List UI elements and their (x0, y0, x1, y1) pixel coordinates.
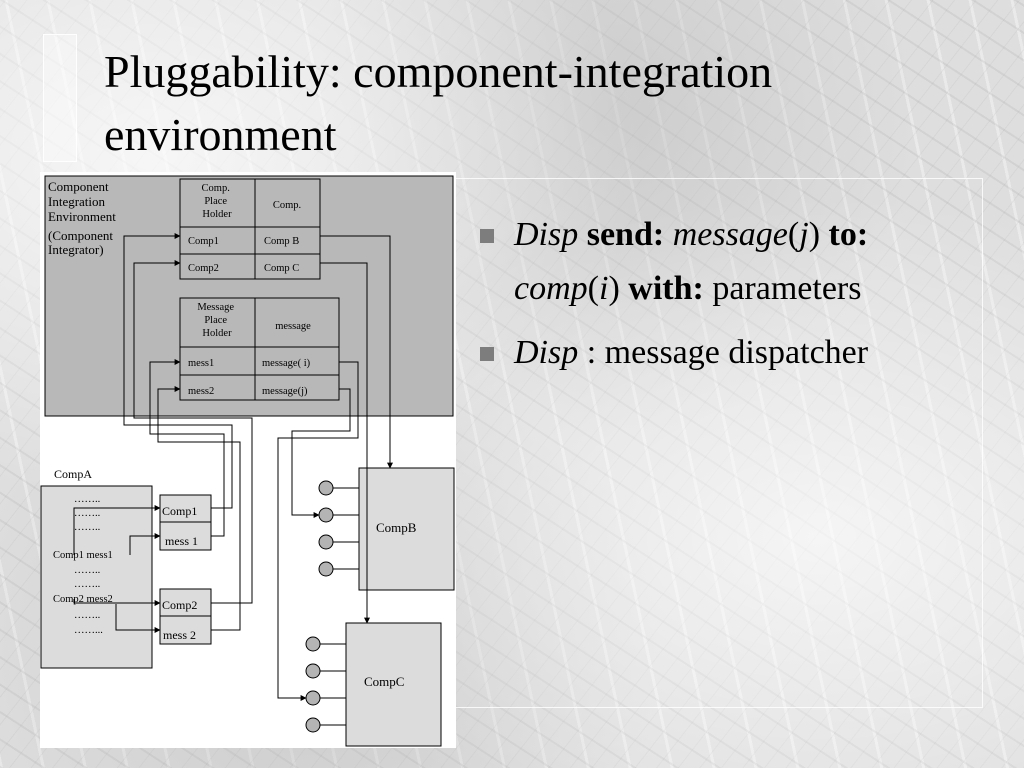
message-header: message (275, 321, 311, 332)
compC-box (345, 622, 442, 747)
bullet-text: Disp : message dispatcher (514, 334, 868, 371)
bullet-item: Disp send: message(j) to: comp(i) with: … (478, 208, 938, 316)
bullet-text: Disp send: message(j) to: comp(i) with: … (514, 216, 868, 307)
compC-label: CompC (364, 674, 404, 689)
bullet-segment: ) (608, 270, 629, 307)
comp-placeholder-header: Comp. Place Holder (202, 183, 233, 220)
bullet-segment (664, 216, 673, 253)
compA-body: …….. …….. …….. Comp1 mess1 …….. …….. Com… (53, 494, 115, 636)
bullet-segment: comp (514, 270, 588, 307)
comp-placeholder-table: Comp. Place Holder Comp. Comp1 Comp B Co… (179, 178, 321, 280)
env-label-line: Environment (48, 209, 116, 224)
diagram-svg: Component Integration Environment (Compo… (40, 172, 456, 748)
compB-box (358, 467, 455, 591)
title-accent-bar (43, 34, 77, 162)
port-circle-icon (305, 717, 321, 733)
bullet-segment: ( (787, 216, 800, 253)
port-circle-icon (318, 507, 334, 523)
bullet-item: Disp : message dispatcher (478, 326, 938, 380)
compA-box (40, 485, 153, 669)
table-cell: Comp2 (188, 263, 219, 274)
table-cell: Comp C (264, 263, 299, 274)
compB-label: CompB (376, 520, 417, 535)
table-cell: message( i) (262, 358, 311, 369)
connection-lines (73, 233, 393, 701)
bullet-segment: j (799, 216, 809, 253)
table-cell: Comp B (264, 236, 299, 247)
port-circle-icon (305, 636, 321, 652)
bullet-segment: send: (586, 216, 665, 253)
port-label: mess 1 (165, 534, 198, 548)
square-bullet-icon (480, 347, 494, 361)
port-circle-icon (305, 690, 321, 706)
message-placeholder-header: Message Place Holder (197, 302, 236, 339)
bullet-segment: to: (828, 216, 869, 253)
environment-label: Component Integration Environment (Compo… (48, 179, 119, 257)
table-cell: message(j) (262, 386, 308, 397)
env-label-line: Integration (48, 194, 106, 209)
table-cell: mess1 (188, 358, 214, 369)
port-circle-icon (318, 480, 334, 496)
bullet-list: Disp send: message(j) to: comp(i) with: … (478, 208, 938, 390)
port-label: mess 2 (163, 628, 196, 642)
bullet-segment: with: (628, 270, 704, 307)
compC-ports (305, 636, 346, 733)
bullet-segment: message (672, 216, 788, 253)
bullet-segment: ) (808, 216, 829, 253)
port-circle-icon (318, 561, 334, 577)
bullet-segment: parameters (703, 270, 862, 307)
bullet-segment (578, 216, 587, 253)
bullet-segment: Disp (514, 216, 579, 253)
env-label-line: (Component (48, 228, 113, 243)
compB-ports (318, 480, 359, 577)
table-cell: mess2 (188, 386, 214, 397)
port-circle-icon (305, 663, 321, 679)
bullet-segment: Disp (514, 334, 579, 371)
port-circle-icon (318, 534, 334, 550)
slide-title: Pluggability: component-integration envi… (104, 46, 773, 160)
integration-diagram: Component Integration Environment (Compo… (40, 172, 456, 748)
message-placeholder-table: Message Place Holder message mess1 messa… (179, 297, 340, 401)
port-label: Comp1 (162, 504, 197, 518)
bullet-segment: : message dispatcher (578, 334, 869, 371)
env-label-line: Component (48, 179, 109, 194)
square-bullet-icon (480, 229, 494, 243)
comp-header: Comp. (273, 200, 301, 211)
compA-port-boxes: Comp1 mess 1 Comp2 mess 2 (159, 494, 212, 645)
compA-title: CompA (54, 467, 92, 481)
port-label: Comp2 (162, 598, 197, 612)
env-label-line: Integrator) (48, 242, 104, 257)
environment-panel (44, 175, 454, 417)
bullet-segment: i (598, 270, 609, 307)
table-cell: Comp1 (188, 236, 219, 247)
bullet-segment: ( (587, 270, 599, 307)
